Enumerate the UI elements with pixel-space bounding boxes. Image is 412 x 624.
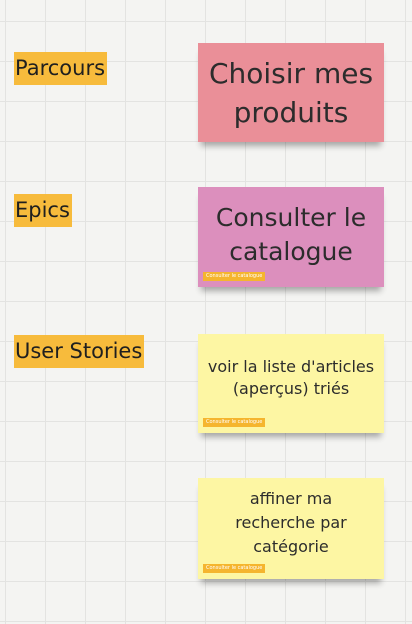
tag-badge: Consulter le catalogue <box>203 272 266 281</box>
row-label-user-stories[interactable]: User Stories <box>14 335 145 368</box>
row-label-epics[interactable]: Epics <box>14 194 72 227</box>
row-label-parcours[interactable]: Parcours <box>14 52 108 85</box>
sticky-note-epic[interactable]: Consulter le catalogue Consulter le cata… <box>198 187 384 287</box>
sticky-note-text: affiner ma recherche par catégorie <box>235 488 347 556</box>
sticky-note-user-story-2[interactable]: affiner ma recherche par catégorie Consu… <box>198 478 384 579</box>
sticky-note-user-story-1[interactable]: voir la liste d'articles (aperçus) triés… <box>198 334 384 433</box>
tag-badge: Consulter le catalogue <box>203 564 266 573</box>
sticky-note-parcours[interactable]: Choisir mes produits <box>198 43 384 142</box>
sticky-note-text: voir la liste d'articles (aperçus) triés <box>207 356 375 398</box>
sticky-note-text: Choisir mes produits <box>208 56 374 129</box>
tag-badge: Consulter le catalogue <box>203 418 266 427</box>
sticky-note-text: Consulter le catalogue <box>215 203 367 266</box>
